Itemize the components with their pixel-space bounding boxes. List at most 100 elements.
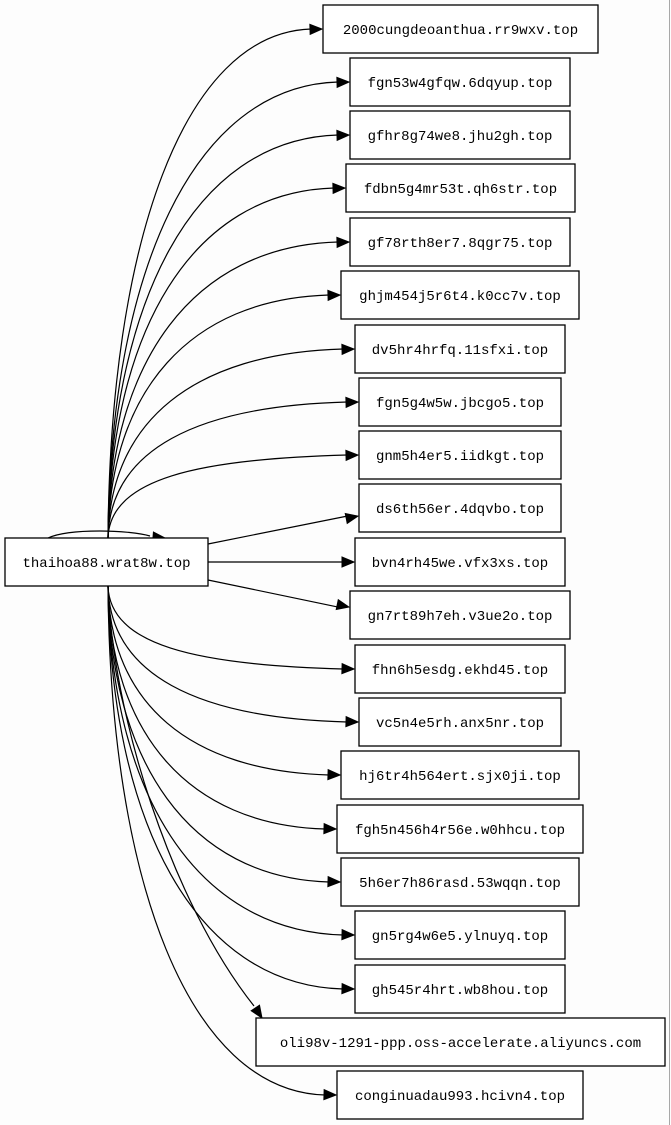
node-box[interactable] — [336, 804, 584, 854]
target-node[interactable]: gf78rth8er7.8qgr75.top — [349, 217, 571, 267]
target-node[interactable]: gn5rg4w6e5.ylnuyq.top — [354, 910, 566, 960]
edge-t14 — [107, 585, 342, 781]
node-label: gf78rth8er7.8qgr75.top — [368, 236, 553, 252]
target-node[interactable]: gh545r4hrt.wb8hou.top — [354, 964, 566, 1014]
edge-line — [107, 81, 339, 539]
target-node[interactable]: ds6th56er.4dqvbo.top — [358, 483, 562, 533]
arrowhead-icon — [336, 76, 351, 89]
target-node[interactable]: gn7rt89h7eh.v3ue2o.top — [349, 590, 571, 640]
arrowhead-icon — [309, 23, 324, 36]
edge-t2 — [107, 129, 351, 539]
target-node[interactable]: vc5n4e5rh.anx5nr.top — [358, 697, 562, 747]
node-label: gfhr8g74we8.jhu2gh.top — [368, 129, 553, 145]
target-node[interactable]: oli98v-1291-ppp.oss-accelerate.aliyuncs.… — [255, 1017, 666, 1067]
node-box[interactable] — [345, 163, 576, 213]
node-label: dv5hr4hrfq.11sfxi.top — [372, 343, 548, 359]
arrowhead-icon — [341, 556, 356, 568]
arrowhead-icon — [341, 343, 356, 356]
node-label: bvn4rh45we.vfx3xs.top — [372, 556, 548, 572]
target-node[interactable]: conginuadau993.hcivn4.top — [336, 1070, 584, 1120]
edge-line — [207, 515, 348, 545]
target-node[interactable]: bvn4rh45we.vfx3xs.top — [354, 537, 566, 587]
node-box[interactable] — [358, 697, 562, 747]
node-box[interactable] — [340, 270, 580, 320]
arrowhead-icon — [336, 129, 351, 142]
edge-line — [107, 134, 339, 539]
arrowhead-icon — [327, 289, 342, 302]
node-box[interactable] — [354, 644, 566, 694]
target-node[interactable]: fgh5n456h4r56e.w0hhcu.top — [336, 804, 584, 854]
target-node[interactable]: ghjm454j5r6t4.k0cc7v.top — [340, 270, 580, 320]
target-node[interactable]: fgn53w4gfqw.6dqyup.top — [349, 57, 571, 107]
node-box[interactable] — [354, 964, 566, 1014]
target-node[interactable]: dv5hr4hrfq.11sfxi.top — [354, 324, 566, 374]
node-label: gn7rt89h7eh.v3ue2o.top — [368, 609, 553, 625]
node-box[interactable] — [4, 537, 209, 587]
edge-line — [107, 294, 330, 539]
edge-t4 — [107, 236, 351, 539]
arrowhead-icon — [332, 182, 347, 195]
node-label: fgh5n456h4r56e.w0hhcu.top — [355, 823, 565, 839]
target-node[interactable]: gnm5h4er5.iidkgt.top — [358, 430, 562, 480]
node-box[interactable] — [358, 377, 562, 427]
edge-t1 — [107, 76, 351, 539]
edge-line — [107, 28, 312, 539]
node-box[interactable] — [322, 4, 599, 54]
target-node[interactable]: fhn6h5esdg.ekhd45.top — [354, 644, 566, 694]
node-box[interactable] — [354, 537, 566, 587]
edge-line — [47, 530, 151, 539]
edge-line — [107, 187, 335, 539]
node-label: gn5rg4w6e5.ylnuyq.top — [372, 929, 548, 945]
target-node[interactable]: 2000cungdeoanthua.rr9wxv.top — [322, 4, 599, 54]
nodes-layer: thaihoa88.wrat8w.top 2000cungdeoanthua.rr… — [4, 4, 666, 1120]
edge-line — [107, 585, 330, 883]
arrowhead-icon — [323, 1088, 338, 1101]
arrowhead-icon — [335, 598, 351, 611]
node-box[interactable] — [255, 1017, 666, 1067]
target-node[interactable]: hj6tr4h564ert.sjx0ji.top — [340, 750, 580, 800]
edge-line — [107, 585, 344, 670]
node-box[interactable] — [358, 430, 562, 480]
edge-t7 — [107, 396, 360, 539]
edge-line — [107, 585, 344, 990]
node-box[interactable] — [358, 483, 562, 533]
node-box[interactable] — [349, 590, 571, 640]
node-label: fdbn5g4mr53t.qh6str.top — [364, 182, 557, 198]
edge-line — [107, 585, 326, 830]
arrowhead-icon — [327, 768, 342, 781]
target-node[interactable]: gfhr8g74we8.jhu2gh.top — [349, 110, 571, 160]
edge-line — [107, 585, 255, 1007]
target-node[interactable]: 5h6er7h86rasd.53wqqn.top — [340, 857, 580, 907]
edge-t20 — [107, 585, 338, 1101]
edge-t18 — [107, 585, 356, 995]
node-box[interactable] — [354, 910, 566, 960]
edge-t16 — [107, 585, 342, 888]
node-label: ds6th56er.4dqvbo.top — [376, 502, 544, 518]
node-box[interactable] — [349, 217, 571, 267]
node-box[interactable] — [349, 110, 571, 160]
node-box[interactable] — [336, 1070, 584, 1120]
target-node[interactable]: fgn5g4w5w.jbcgo5.top — [358, 377, 562, 427]
node-box[interactable] — [340, 857, 580, 907]
node-box[interactable] — [354, 324, 566, 374]
node-label: 5h6er7h86rasd.53wqqn.top — [359, 876, 561, 892]
source-node[interactable]: thaihoa88.wrat8w.top — [4, 537, 209, 587]
node-label: 2000cungdeoanthua.rr9wxv.top — [343, 23, 578, 39]
edge-line — [107, 348, 344, 539]
node-label: vc5n4e5rh.anx5nr.top — [376, 716, 544, 732]
arrowhead-icon — [341, 982, 356, 995]
edge-line — [107, 585, 348, 723]
arrowhead-icon — [341, 662, 356, 675]
edge-t3 — [107, 182, 347, 539]
edge-t13 — [107, 585, 360, 728]
edge-t0 — [107, 23, 324, 539]
arrowhead-icon — [341, 928, 356, 941]
node-label: ghjm454j5r6t4.k0cc7v.top — [359, 289, 561, 305]
edge-line — [107, 585, 344, 936]
node-box[interactable] — [349, 57, 571, 107]
node-label: gnm5h4er5.iidkgt.top — [376, 449, 544, 465]
target-node[interactable]: fdbn5g4mr53t.qh6str.top — [345, 163, 576, 213]
node-box[interactable] — [340, 750, 580, 800]
node-label: fgn53w4gfqw.6dqyup.top — [368, 76, 553, 92]
